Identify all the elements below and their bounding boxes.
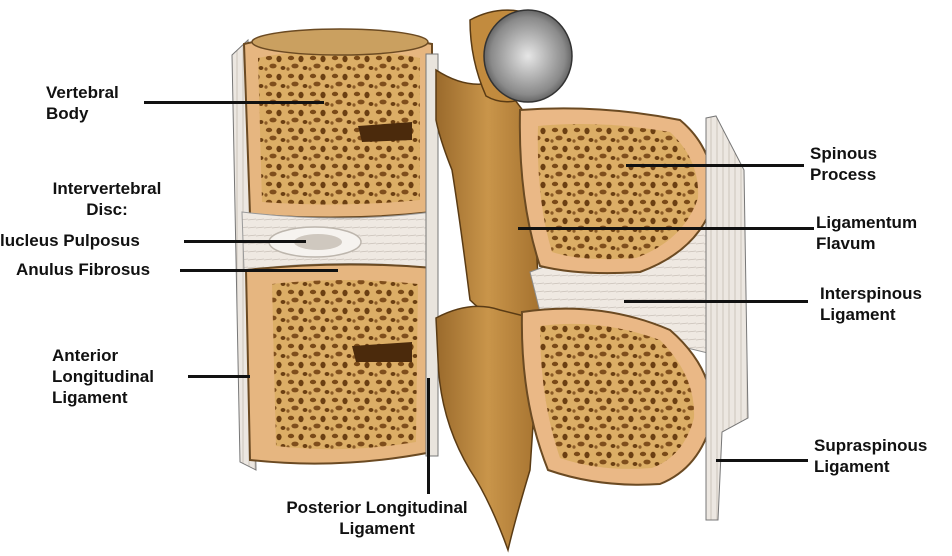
- nucleus-pulposus-leader-line: [184, 240, 306, 243]
- ligamentum-flavum-leader-line: [518, 227, 814, 230]
- spinous-process-leader-line: [626, 164, 804, 167]
- ligamentum-flavum-label: Ligamentum Flavum: [816, 212, 917, 254]
- anterior-longitudinal-ligament-label: Anterior Longitudinal Ligament: [52, 345, 154, 408]
- interspinous-ligament-label: Interspinous Ligament: [820, 283, 922, 325]
- intervertebral-disc-label: Intervertebral Disc:: [32, 178, 182, 220]
- anterior-longitudinal-ligament-leader-line: [188, 375, 250, 378]
- supraspinous-ligament-label: Supraspinous Ligament: [814, 435, 927, 477]
- posterior-longitudinal-ligament-leader-line: [427, 378, 430, 494]
- anulus-fibrosus-leader-line: [180, 269, 338, 272]
- nucleus-pulposus-label: lucleus Pulposus: [0, 230, 140, 251]
- lower-vertebral-body: [246, 264, 434, 463]
- posterior-longitudinal-ligament-label: Posterior Longitudinal Ligament: [262, 497, 492, 539]
- upper-vertebral-body: [244, 29, 432, 218]
- anulus-fibrosus-label: Anulus Fibrosus: [16, 259, 150, 280]
- spinous-process-label: Spinous Process: [810, 143, 877, 185]
- vertebral-body-label: Vertebral Body: [46, 82, 119, 124]
- vertebral-body-leader-line: [144, 101, 324, 104]
- interspinous-ligament-leader-line: [624, 300, 808, 303]
- supraspinous-ligament-leader-line: [716, 459, 808, 462]
